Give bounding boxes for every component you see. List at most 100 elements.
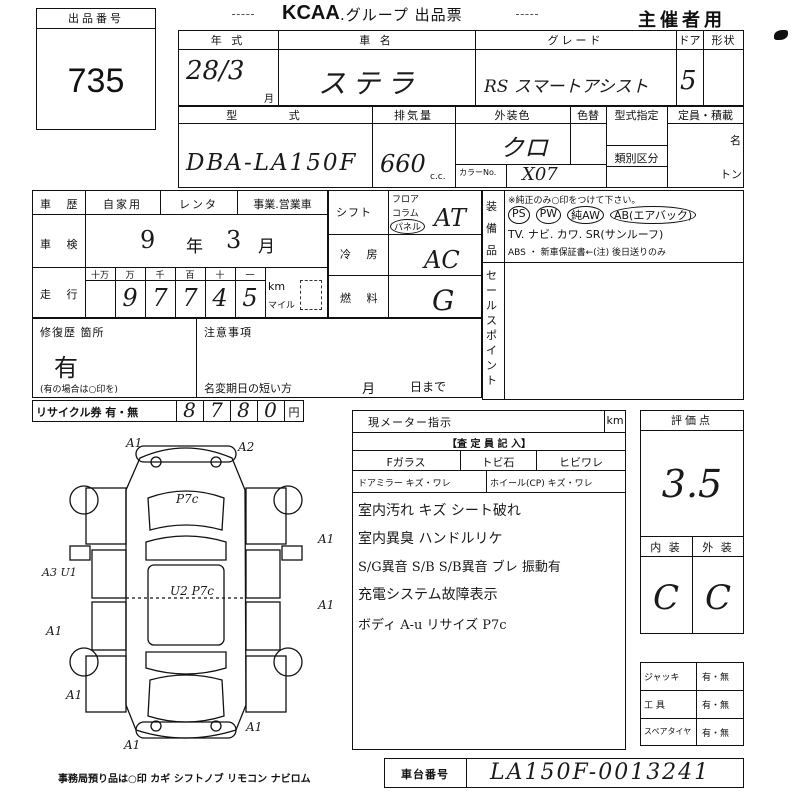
mileage-unit-1k: 千 — [155, 271, 165, 281]
color-value: クロ — [500, 134, 548, 162]
mileage-digit: 7 — [152, 284, 168, 312]
wheel-check[interactable]: ホイール(CP) キズ・ワレ — [490, 479, 593, 489]
grade-label: グレード — [547, 34, 604, 47]
capacity-label: 定員・積載 — [678, 109, 733, 122]
windshield-label: Fガラス — [386, 456, 426, 469]
repair-value: 有 — [54, 354, 78, 382]
mileage-unit-km: km — [268, 280, 286, 293]
diagram-mark: A1 — [246, 720, 263, 734]
grade-value: RS スマートアシスト — [484, 77, 649, 97]
mileage-unit-10: 十 — [215, 271, 225, 281]
history-option-rental[interactable]: レンタ — [179, 198, 218, 211]
color-label: 外装色 — [494, 109, 531, 122]
recycle-label: リサイクル券 有・無 — [36, 406, 139, 419]
mileage-digit: 9 — [122, 284, 138, 312]
inspection-month-unit: 月 — [258, 237, 278, 257]
repair-note: (有の場合は○印を) — [40, 385, 118, 395]
color-no-value: X07 — [522, 164, 558, 185]
score-value: 3.5 — [661, 462, 723, 506]
footer-keys-note: 事務局預り品は○印 カギ シフトノブ リモコン ナビロム — [58, 774, 311, 785]
history-option-business[interactable]: 事業.営業車 — [253, 198, 312, 211]
recycle-digit: 7 — [210, 398, 223, 422]
lot-number-label: 出品番号 — [68, 12, 124, 25]
mileage-unit-mile: マイル — [268, 301, 296, 311]
lot-number-box — [36, 8, 156, 130]
vehicle-info-row1 — [178, 30, 744, 106]
interior-label: 内 装 — [650, 541, 682, 554]
shift-option-panel[interactable]: パネル — [390, 219, 426, 234]
repair-label: 修復歴 箇所 — [40, 326, 105, 339]
equipment-aw[interactable]: 純AW — [567, 206, 604, 224]
inspector-title: 【査 定 員 記 入】 — [447, 439, 531, 450]
tool-kit-value[interactable]: 有・無 — [702, 701, 730, 711]
windshield-chip[interactable]: トビ石 — [481, 456, 515, 469]
equipment-line2: TV. ナビ. カワ. SR(サンルーフ) — [508, 228, 664, 241]
organizer-label: 主催者用 — [638, 10, 726, 31]
equipment-ps[interactable]: PS — [508, 206, 530, 224]
inspection-year-unit: 年 — [186, 237, 206, 257]
mileage-unit-10k: 万 — [125, 271, 135, 281]
diagram-mark: A1 — [318, 532, 335, 546]
history-option-private[interactable]: 自家用 — [103, 198, 142, 211]
tool-jack-label: ジャッキ — [644, 673, 680, 683]
color-no-label: カラーNo. — [459, 168, 497, 177]
shift-label: シフト — [336, 206, 372, 219]
equipment-note: ※純正のみ○印をつけて下さい。 — [508, 196, 641, 206]
equipment-line3: ABS ・ 新車保証書←(注) 後日送りのみ — [508, 248, 667, 258]
door-value: 5 — [680, 66, 697, 96]
shape-label: 形状 — [711, 34, 736, 47]
name-change-deadline-label: 名変期日の短い方 — [204, 382, 292, 395]
shift-option-column[interactable]: コラム — [392, 209, 419, 219]
tools-block — [640, 662, 744, 746]
notes-label: 注意事項 — [204, 326, 252, 339]
meter-unit: km — [606, 414, 624, 427]
equipment-airbag[interactable]: AB(エアバック) — [609, 206, 697, 224]
recycle-digit: 8 — [237, 398, 250, 422]
vehicle-info-row2 — [178, 106, 744, 188]
shift-option-floor[interactable]: フロア — [392, 195, 420, 205]
door-mirror-check[interactable]: ドアミラー キズ・ワレ — [358, 479, 451, 489]
year-month-unit: 月 — [264, 94, 274, 105]
mileage-unit-1: 一 — [245, 271, 255, 281]
sales-point-label: セールスポイント — [486, 269, 497, 387]
windshield-crack[interactable]: ヒビワレ — [559, 456, 603, 469]
recycle-unit: 円 — [288, 406, 300, 419]
fuel-label: 燃 料 — [340, 292, 384, 305]
inspector-comment: S/G異音 S/B S/B異音 ブレ 振動有 — [358, 560, 561, 575]
year-label: 年 式 — [210, 34, 246, 47]
ac-label: 冷 房 — [340, 248, 384, 261]
shift-value: AT — [434, 204, 467, 232]
capacity-unit-tons: トン — [720, 168, 742, 181]
lot-number: 735 — [67, 62, 125, 100]
color-change-label: 色替 — [577, 109, 599, 122]
mileage-unit-100: 百 — [185, 271, 195, 281]
car-damage-diagram — [69, 445, 303, 739]
mileage-checkbox[interactable] — [300, 280, 322, 310]
inspector-comment: ボディ A-u リサイズ P7c — [358, 618, 507, 633]
tool-jack-value[interactable]: 有・無 — [702, 673, 730, 683]
diagram-mark: A1 — [126, 436, 143, 450]
chassis-block — [384, 758, 744, 788]
inspector-comment: 充電システム故障表示 — [358, 587, 498, 603]
diagram-mark: A2 — [238, 440, 255, 454]
inspector-comment: 室内異臭 ハンドルリケ — [358, 531, 503, 547]
mileage-digit: 7 — [182, 284, 198, 312]
equipment-pw[interactable]: PW — [535, 206, 562, 224]
drivetrain-block — [328, 190, 482, 318]
year-value: 28/3 — [186, 56, 245, 86]
fuel-value: G — [432, 284, 455, 317]
class-label: 類別区分 — [614, 152, 659, 165]
diagram-mark: A1 — [46, 624, 63, 638]
recycle-digit: 8 — [183, 398, 196, 422]
history-label: 車 歴 — [40, 198, 84, 211]
inspector-comment: 室内汚れ キズ シート破れ — [358, 503, 521, 519]
chassis-label: 車台番号 — [401, 768, 449, 781]
model-label: 型 式 — [226, 109, 324, 122]
mileage-unit-100k: 十万 — [90, 271, 109, 281]
tool-spare-value[interactable]: 有・無 — [702, 729, 730, 739]
mileage-digit: 5 — [242, 284, 258, 312]
mileage-digit: 4 — [212, 284, 228, 312]
diagram-mark: P7c — [176, 492, 199, 506]
deadline-month-unit: 月 — [362, 382, 379, 397]
diagram-mark: A1 — [318, 598, 335, 612]
